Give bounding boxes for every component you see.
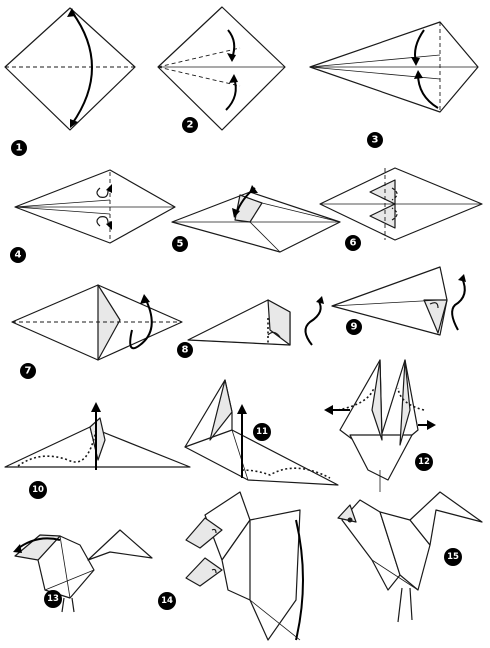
step-badge-8: 8 xyxy=(177,342,193,358)
step-2-drawing xyxy=(158,7,285,130)
step-badge-11: 11 xyxy=(253,423,271,441)
svg-text:13: 13 xyxy=(47,594,59,604)
svg-text:15: 15 xyxy=(447,552,459,562)
svg-text:5: 5 xyxy=(177,239,184,250)
step-12-drawing xyxy=(324,360,436,492)
step-3-drawing xyxy=(310,22,478,112)
step-badge-12: 12 xyxy=(415,453,433,471)
step-13-drawing xyxy=(13,530,152,612)
step-1-drawing xyxy=(5,8,135,130)
step-badge-13: 13 xyxy=(44,590,62,608)
svg-text:11: 11 xyxy=(256,427,268,437)
step-badge-7: 7 xyxy=(20,363,36,379)
svg-text:2: 2 xyxy=(187,120,194,131)
svg-text:3: 3 xyxy=(372,135,379,146)
step-badge-9: 9 xyxy=(346,319,362,335)
step-badge-5: 5 xyxy=(172,236,188,252)
step-14-drawing xyxy=(186,492,303,640)
step-badge-1: 1 xyxy=(11,140,27,156)
step-7-drawing xyxy=(12,285,182,360)
svg-text:12: 12 xyxy=(418,457,430,467)
step-badge-4: 4 xyxy=(10,247,26,263)
svg-text:8: 8 xyxy=(182,345,189,356)
svg-text:14: 14 xyxy=(161,596,173,606)
step-badge-10: 10 xyxy=(29,481,47,499)
step-10-drawing xyxy=(5,402,190,470)
svg-text:1: 1 xyxy=(16,143,23,154)
svg-text:4: 4 xyxy=(15,250,22,261)
step-5-drawing xyxy=(172,185,340,252)
step-badge-2: 2 xyxy=(182,117,198,133)
step-4-drawing xyxy=(15,170,175,243)
svg-text:9: 9 xyxy=(351,322,358,333)
step-badge-6: 6 xyxy=(345,235,361,251)
step-badge-15: 15 xyxy=(444,548,462,566)
step-6-drawing xyxy=(320,168,482,240)
svg-text:7: 7 xyxy=(25,366,32,377)
step-badge-14: 14 xyxy=(158,592,176,610)
svg-text:6: 6 xyxy=(350,238,357,249)
step-badge-3: 3 xyxy=(367,132,383,148)
step-8-drawing xyxy=(188,296,324,345)
svg-text:10: 10 xyxy=(32,485,44,495)
